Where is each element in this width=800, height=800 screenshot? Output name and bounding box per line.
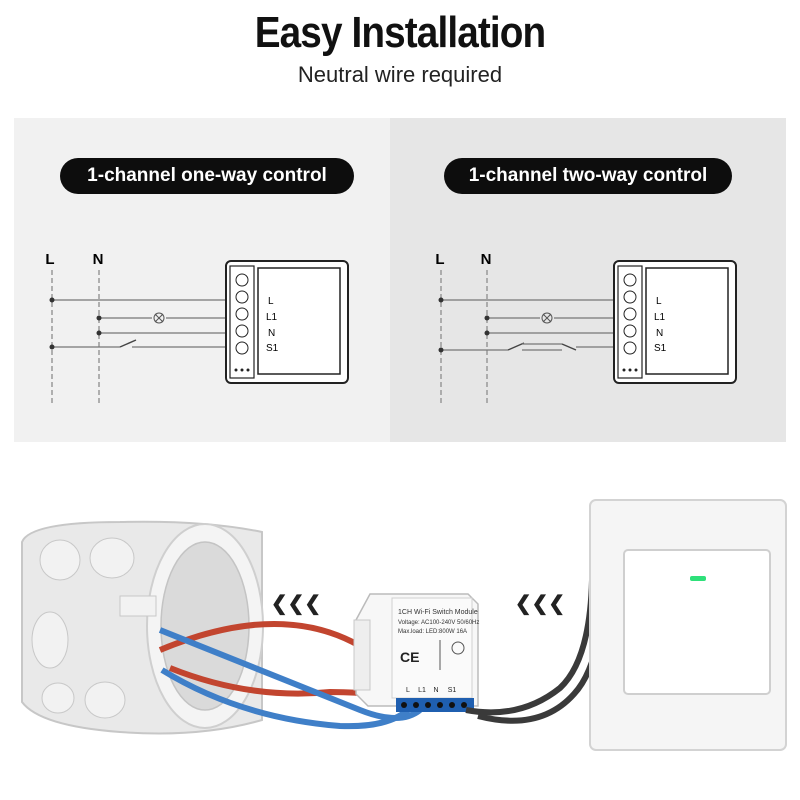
module-terminal-n: N	[433, 687, 438, 694]
line-label-n: N	[93, 251, 104, 268]
terminal-label-n: N	[656, 328, 663, 339]
switch-module-icon	[225, 260, 349, 384]
line-label-l: L	[45, 251, 54, 268]
dark-wire	[465, 579, 595, 716]
installation-scene: ❮❮❮ ❮❮❮ 1CH Wi-Fi Switch Module Voltage:…	[21, 499, 787, 751]
one-way-control-panel: 1-channel one-way control L N L	[14, 118, 390, 442]
terminal-label-l1: L1	[266, 312, 278, 323]
led-indicator-icon	[690, 576, 706, 581]
terminal-label-n: N	[268, 328, 275, 339]
one-way-control-label: 1-channel one-way control	[60, 158, 354, 194]
page-subtitle: Neutral wire required	[297, 62, 503, 87]
blue-wire-2	[160, 667, 413, 730]
two-way-control-label: 1-channel two-way control	[444, 158, 732, 194]
wifi-switch-module-illustration	[353, 593, 479, 712]
switch-icon	[119, 339, 137, 348]
ce-mark: CE	[400, 649, 419, 665]
terminal-block	[396, 698, 474, 712]
switch-a-icon	[507, 342, 525, 351]
terminal-label-s1: S1	[266, 343, 279, 354]
line-label-n: N	[481, 251, 492, 268]
module-label-load: Max.load: LED:800W 16A	[398, 629, 467, 635]
terminal-label-l1: L1	[654, 312, 666, 323]
page-title: Easy Installation	[254, 8, 546, 57]
module-terminal-s1: S1	[448, 687, 457, 694]
line-label-l: L	[435, 251, 444, 268]
switch-module-icon	[613, 260, 737, 384]
two-way-control-panel: 1-channel two-way control L N	[390, 118, 786, 442]
module-terminal-l1: L1	[418, 687, 426, 694]
terminal-label-l: L	[656, 296, 662, 307]
module-label-voltage: Voltage: AC100-240V 50/60Hz	[398, 620, 479, 626]
arrow-right-icon: ❮❮❮	[515, 593, 565, 616]
wiring-symbol-icon	[451, 641, 465, 655]
two-way-wiring-diagram: L N L L1 N S1	[435, 251, 737, 406]
switch-b-icon	[561, 343, 577, 351]
terminal-label-s1: S1	[654, 343, 667, 354]
one-way-wiring-diagram: L N L L1 N S1	[45, 251, 349, 406]
lamp-icon	[153, 312, 165, 324]
wall-switch-illustration	[589, 499, 787, 751]
lamp-icon	[541, 312, 553, 324]
terminal-label-l: L	[268, 296, 274, 307]
arrow-left-icon: ❮❮❮	[271, 593, 321, 616]
module-terminal-l: L	[406, 687, 410, 694]
module-label-name: 1CH Wi-Fi Switch Module	[398, 609, 478, 616]
